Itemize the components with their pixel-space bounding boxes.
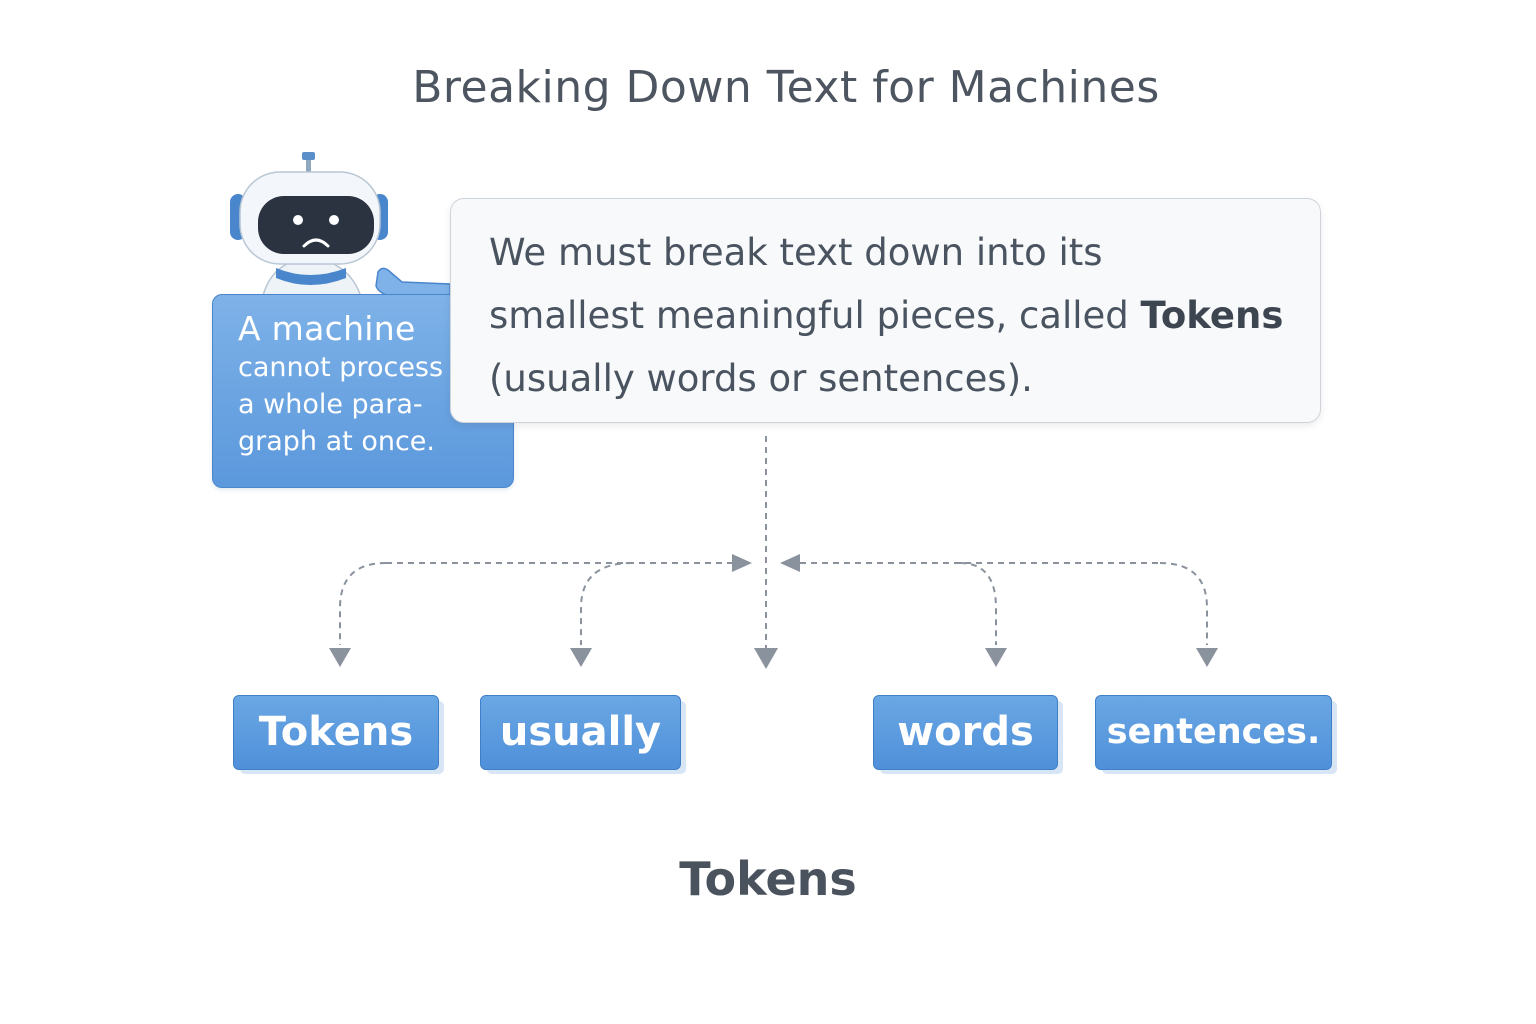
arrow-head-right (732, 554, 752, 572)
arrow-head-down-words (985, 648, 1007, 667)
branch-curve-tokens (339, 562, 387, 645)
footer-label: Tokens (679, 852, 857, 906)
branch-curve-sentences (1159, 562, 1208, 645)
explanation-line-2-text: smallest meaningful pieces, called (489, 294, 1141, 337)
explanation-keyword: Tokens (1140, 294, 1284, 337)
robot-note-lead: A machine (238, 309, 416, 348)
arrow-head-down-usually (570, 648, 592, 667)
token-box-sentences: sentences. (1095, 695, 1332, 770)
branch-curve-usually (580, 562, 633, 645)
explanation-line-3: (usually words or sentences). (489, 357, 1033, 400)
branch-curve-words (959, 562, 997, 645)
robot-note-line: a whole para- (238, 389, 423, 420)
explanation-line-1: We must break text down into its (489, 231, 1103, 274)
explanation-box: We must break text down into its smalles… (450, 198, 1321, 423)
arrow-head-down-sentences (1196, 648, 1218, 667)
token-box-words: words (873, 695, 1058, 770)
diagram-title: Breaking Down Text for Machines (412, 62, 1160, 113)
arrow-head-down-tokens (329, 648, 351, 667)
arrow-head-left (780, 554, 800, 572)
robot-speech-box: A machine cannot process a whole para- g… (212, 294, 514, 488)
token-box-usually: usually (480, 695, 681, 770)
arrow-head-down-center (754, 648, 778, 669)
arrow-heads (329, 554, 1218, 669)
arrow-connectors (339, 436, 1208, 648)
explanation-line-2: smallest meaningful pieces, called Token… (489, 284, 1320, 347)
token-box-tokens: Tokens (233, 695, 439, 770)
robot-icon (230, 152, 451, 301)
robot-note-line: cannot process (238, 352, 444, 383)
robot-note-line: graph at once. (238, 426, 436, 457)
